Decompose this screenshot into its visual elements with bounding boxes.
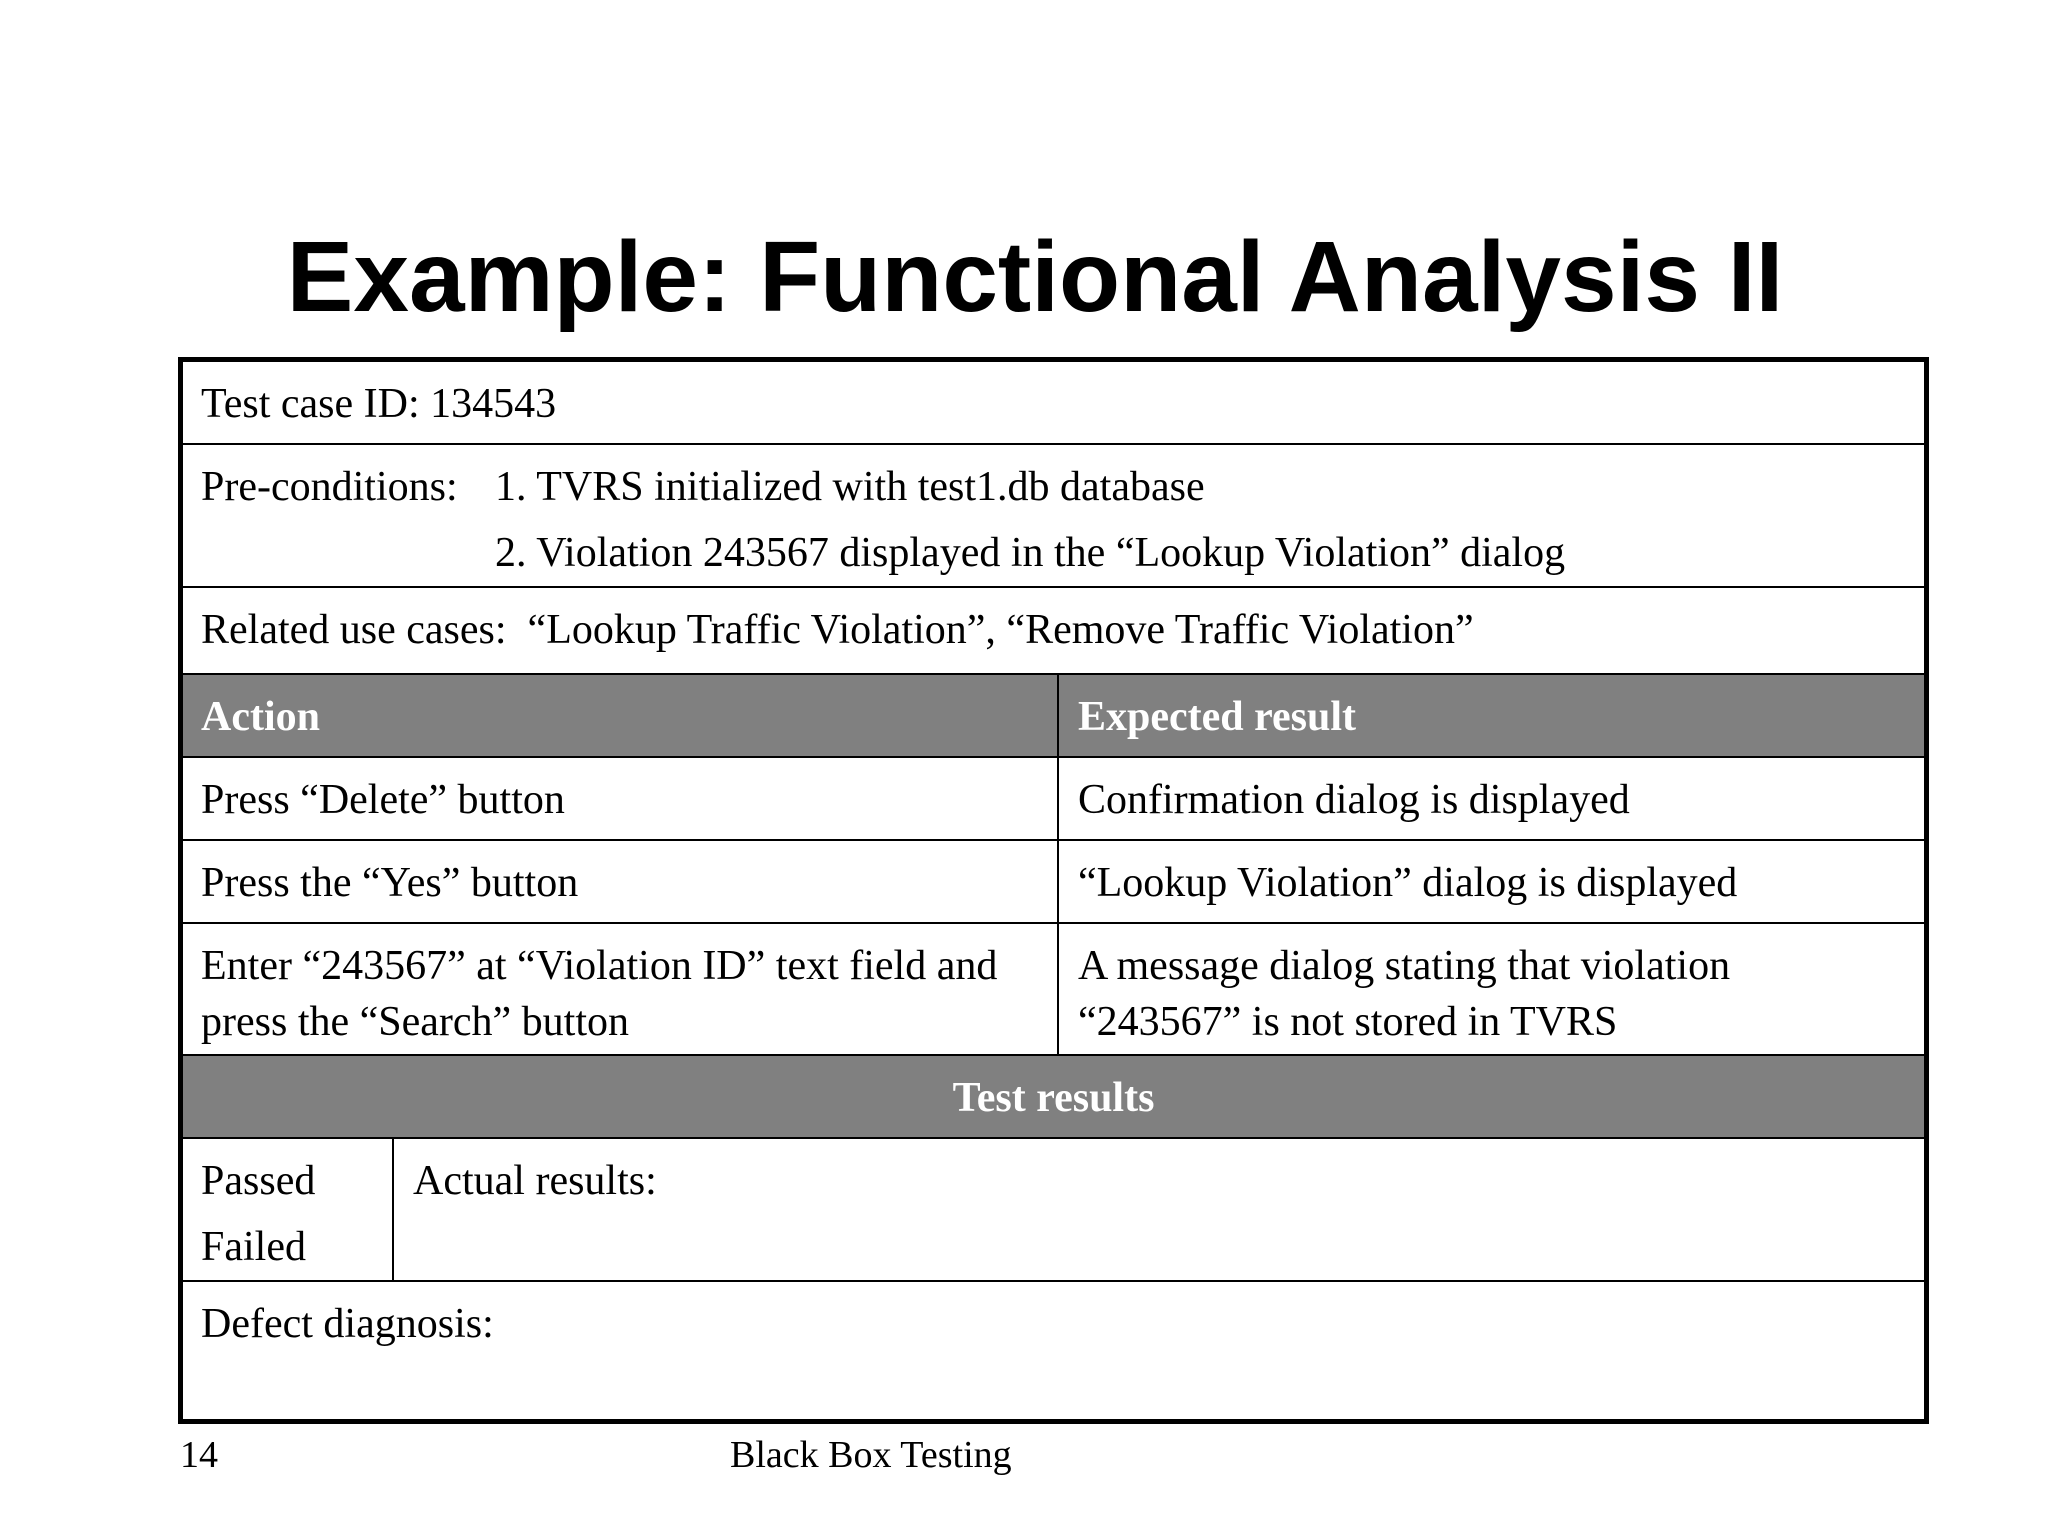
step-row: Enter “243567” at “Violation ID” text fi…	[183, 924, 1924, 1056]
step-expected: Confirmation dialog is displayed	[1078, 777, 1630, 823]
footer-title: Black Box Testing	[730, 1434, 1012, 1476]
column-divider	[392, 1139, 394, 1280]
steps-header-row: Action Expected result	[183, 675, 1924, 758]
column-divider	[1057, 841, 1059, 922]
step-action: Enter “243567” at “Violation ID” text fi…	[201, 943, 998, 1045]
test-case-table: Test case ID: 134543 Pre-conditions: 1. …	[178, 357, 1929, 1424]
step-expected: “Lookup Violation” dialog is displayed	[1078, 860, 1738, 906]
defect-diagnosis-row: Defect diagnosis:	[183, 1282, 1924, 1419]
defect-diagnosis-label: Defect diagnosis:	[201, 1301, 494, 1347]
test-case-id-row: Test case ID: 134543	[183, 362, 1924, 445]
preconditions-row: Pre-conditions: 1. TVRS initialized with…	[183, 445, 1924, 588]
precondition-item: 2. Violation 243567 displayed in the “Lo…	[495, 530, 1566, 576]
test-results-header-row: Test results	[183, 1056, 1924, 1139]
related-use-cases: Related use cases: “Lookup Traffic Viola…	[201, 607, 1474, 653]
status-failed[interactable]: Failed	[201, 1224, 306, 1270]
step-action: Press “Delete” button	[201, 777, 565, 823]
preconditions-label: Pre-conditions:	[201, 464, 458, 510]
expected-result-header: Expected result	[1078, 694, 1357, 740]
status-passed[interactable]: Passed	[201, 1158, 316, 1204]
slide-title: Example: Functional Analysis II	[286, 221, 1784, 333]
column-divider	[1057, 758, 1059, 839]
column-divider	[1057, 675, 1059, 756]
step-row: Press “Delete” button Confirmation dialo…	[183, 758, 1924, 841]
precondition-item: 1. TVRS initialized with test1.db databa…	[495, 464, 1205, 510]
related-use-cases-row: Related use cases: “Lookup Traffic Viola…	[183, 588, 1924, 675]
step-action: Press the “Yes” button	[201, 860, 579, 906]
test-results-header: Test results	[952, 1075, 1155, 1121]
actual-results-label: Actual results:	[413, 1158, 657, 1204]
column-divider	[1057, 924, 1059, 1054]
action-header: Action	[201, 694, 320, 740]
test-case-id: Test case ID: 134543	[201, 381, 557, 427]
step-expected: A message dialog stating that violation …	[1078, 943, 1731, 1045]
step-row: Press the “Yes” button “Lookup Violation…	[183, 841, 1924, 924]
page-number: 14	[180, 1434, 218, 1476]
results-row: Passed Failed Actual results:	[183, 1139, 1924, 1282]
